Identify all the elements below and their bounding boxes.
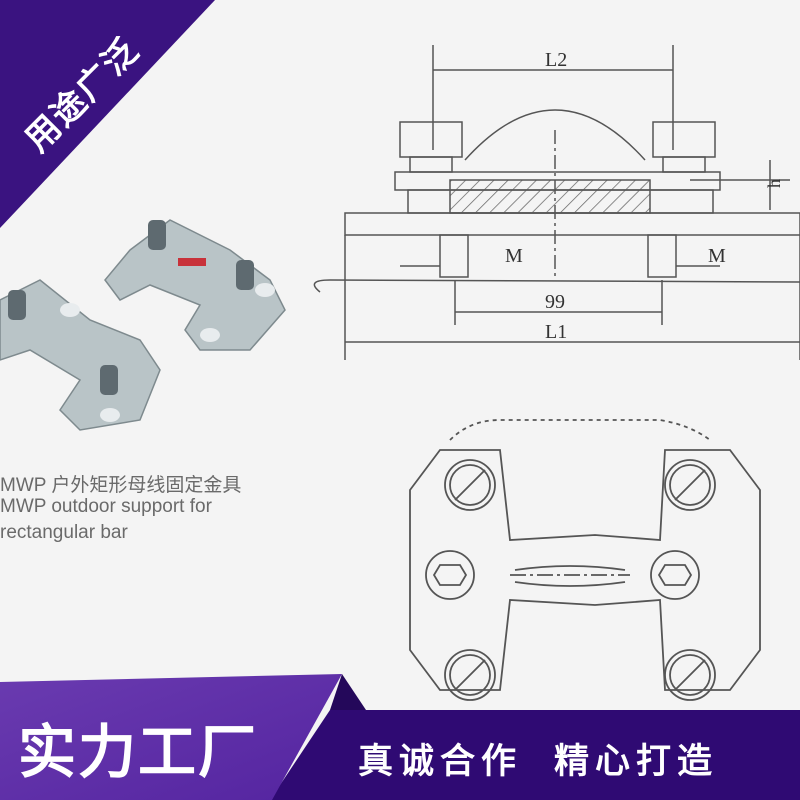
bottom-banner [0, 674, 800, 800]
slogan: 真诚合作精心打造 [358, 733, 718, 784]
caption-chinese: MWP 户外矩形母线固定金具 [0, 475, 242, 496]
corner-badge-label-wrap: 用途广泛 [0, 0, 200, 200]
factory-label: 实力工厂 [18, 718, 259, 786]
corner-badge [0, 0, 215, 228]
corner-badge-label: 用途广泛 [17, 29, 148, 161]
product-photo [0, 219, 286, 431]
label-m-right: M [708, 245, 726, 267]
label-99: 99 [545, 291, 565, 313]
top-view-drawing [409, 419, 761, 701]
caption-english-2: rectangular bar [0, 522, 128, 543]
slogan-part-1: 真诚合作 [358, 742, 523, 782]
caption-english-1: MWP outdoor support for [0, 496, 212, 517]
label-h: h [764, 179, 784, 188]
label-m-left: M [505, 245, 523, 267]
slogan-part-2: 精心打造 [554, 742, 719, 782]
label-l1: L1 [545, 321, 567, 343]
label-l2: L2 [545, 49, 567, 71]
side-view-drawing: L2 h M M 99 L1 [313, 45, 800, 360]
